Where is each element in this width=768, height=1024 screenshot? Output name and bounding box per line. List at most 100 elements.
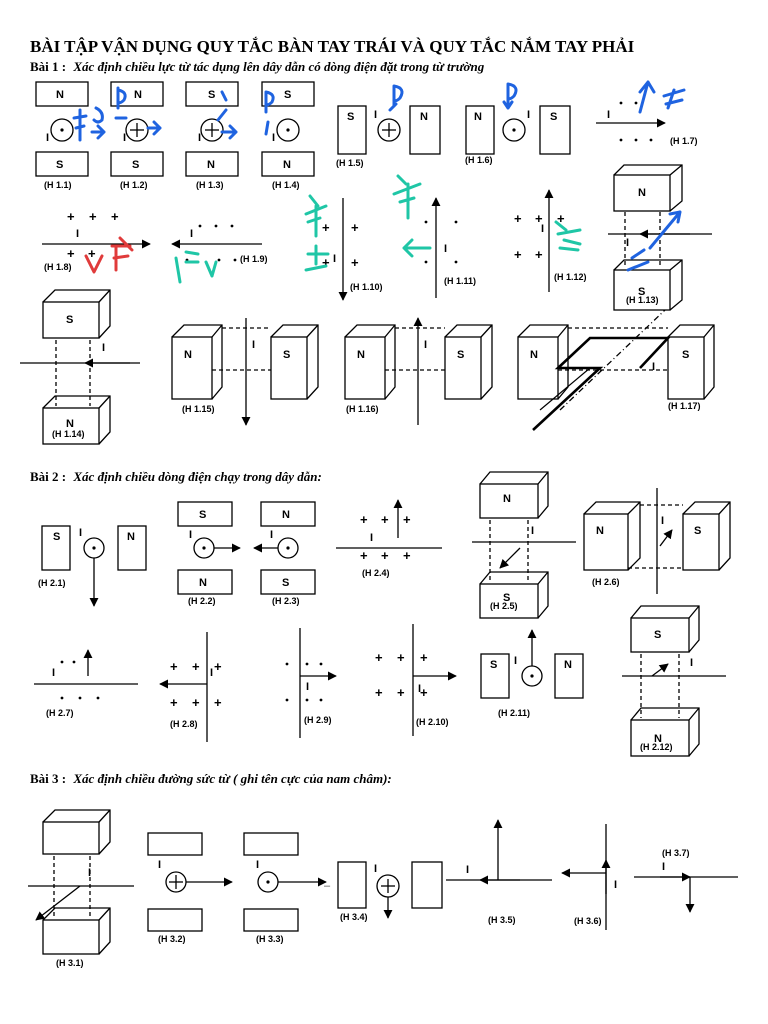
svg-text:(H 1.13): (H 1.13) (626, 295, 659, 305)
svg-text:I: I (374, 109, 377, 121)
svg-text:I: I (626, 237, 629, 249)
svg-text:(H 3.7): (H 3.7) (662, 848, 690, 858)
svg-text:I: I (189, 529, 192, 541)
section-2-heading: Bài 2 : Xác định chiều dòng điện chạy tr… (30, 469, 322, 484)
svg-text:I: I (333, 253, 336, 265)
section-3-heading: Bài 3 : Xác định chiều đường sức từ ( gh… (30, 771, 392, 786)
svg-text:I: I (614, 879, 617, 891)
svg-text:N: N (199, 577, 207, 589)
svg-text:+: + (535, 247, 543, 262)
exercise-1-labels: N S N S S N S N S N N S N S S N N S N S … (46, 89, 689, 430)
svg-text:(H 1.7): (H 1.7) (670, 136, 698, 146)
svg-text:I: I (466, 864, 469, 876)
svg-text:S: S (56, 159, 63, 171)
svg-text:I: I (424, 339, 427, 351)
svg-text:(H 1.10): (H 1.10) (350, 282, 383, 292)
exercise-2-figures (34, 471, 731, 757)
svg-text:I: I (418, 683, 421, 695)
svg-text:I: I (690, 657, 693, 669)
svg-text:I: I (270, 529, 273, 541)
svg-text:+: + (381, 548, 389, 563)
svg-text:(H 2.9): (H 2.9) (304, 715, 332, 725)
svg-text:+: + (360, 548, 368, 563)
svg-text:(H 3.5): (H 3.5) (488, 915, 516, 925)
svg-text:+: + (403, 512, 411, 527)
svg-text:I: I (661, 515, 664, 527)
exercise-1-figures (20, 81, 715, 445)
svg-text:(H 3.1): (H 3.1) (56, 958, 84, 968)
svg-text:+: + (557, 211, 565, 226)
svg-text:S: S (66, 314, 73, 326)
svg-text:+: + (360, 512, 368, 527)
handwritten-annotations (72, 80, 686, 284)
svg-text:I: I (88, 867, 91, 879)
section-1-heading: Bài 1 : Xác định chiều lực từ tác dụng l… (30, 59, 485, 74)
svg-text:S: S (347, 111, 354, 123)
svg-text:+: + (375, 650, 383, 665)
svg-text:+: + (88, 246, 96, 261)
svg-text:+: + (170, 695, 178, 710)
svg-text:N: N (503, 493, 511, 505)
svg-text:I: I (514, 655, 517, 667)
svg-text:I: I (198, 132, 201, 144)
svg-text:+: + (192, 659, 200, 674)
svg-text:N: N (56, 89, 64, 101)
svg-text:(H 2.8): (H 2.8) (170, 719, 198, 729)
exercise-3-dots (266, 880, 270, 884)
svg-text:S: S (53, 531, 60, 543)
svg-text:N: N (420, 111, 428, 123)
svg-text:S: S (283, 349, 290, 361)
svg-text:(H 1.17): (H 1.17) (668, 401, 701, 411)
svg-text:+: + (351, 220, 359, 235)
exercise-3-captions: (H 3.1) (H 3.2) (H 3.3) (H 3.4) (H 3.5) … (56, 848, 690, 968)
svg-text:S: S (694, 525, 701, 537)
svg-text:N: N (638, 187, 646, 199)
svg-text:I: I (252, 339, 255, 351)
svg-text:(H 1.5): (H 1.5) (336, 158, 364, 168)
svg-text:N: N (66, 418, 74, 430)
svg-text:S: S (208, 89, 215, 101)
svg-text:(H 2.12): (H 2.12) (640, 742, 673, 752)
svg-text:+: + (381, 512, 389, 527)
svg-text:S: S (132, 159, 139, 171)
svg-text:+: + (67, 209, 75, 224)
svg-text:(H 2.5): (H 2.5) (490, 601, 518, 611)
svg-text:I: I (662, 861, 665, 873)
svg-text:(H 3.2): (H 3.2) (158, 934, 186, 944)
svg-text:+: + (89, 209, 97, 224)
svg-text:I: I (76, 228, 79, 240)
svg-text:(H 2.10): (H 2.10) (416, 717, 449, 727)
svg-text:N: N (654, 733, 662, 745)
exercise-1-dots (60, 101, 653, 264)
exercise-2-dots (60, 546, 534, 702)
svg-text:N: N (134, 89, 142, 101)
svg-text:N: N (184, 349, 192, 361)
svg-text:+: + (214, 659, 222, 674)
svg-text:+: + (397, 650, 405, 665)
svg-text:I: I (541, 223, 544, 235)
exercise-2-labels: S N S N N S N S N S S N S N I I I I I I … (52, 493, 701, 745)
exercise-3-figures (28, 809, 738, 955)
svg-text:S: S (457, 349, 464, 361)
svg-text:I: I (46, 132, 49, 144)
svg-text:+: + (535, 211, 543, 226)
svg-text:(H 2.6): (H 2.6) (592, 577, 620, 587)
svg-text:S: S (503, 592, 510, 604)
svg-text:N: N (564, 659, 572, 671)
svg-text:N: N (596, 525, 604, 537)
page-title: BÀI TẬP VẬN DỤNG QUY TẮC BÀN TAY TRÁI VÀ… (30, 37, 635, 56)
svg-text:(H 3.3): (H 3.3) (256, 934, 284, 944)
svg-text:S: S (490, 659, 497, 671)
svg-text:(H 1.12): (H 1.12) (554, 272, 587, 282)
svg-text:N: N (474, 111, 482, 123)
svg-text:S: S (284, 89, 291, 101)
svg-text:+: + (397, 685, 405, 700)
svg-text:S: S (282, 577, 289, 589)
svg-text:I: I (52, 667, 55, 679)
svg-text:(H 1.9): (H 1.9) (240, 254, 268, 264)
svg-text:S: S (682, 349, 689, 361)
svg-text:(H 2.4): (H 2.4) (362, 568, 390, 578)
svg-text:(H 2.1): (H 2.1) (38, 578, 66, 588)
svg-text:(H 1.2): (H 1.2) (120, 180, 148, 190)
